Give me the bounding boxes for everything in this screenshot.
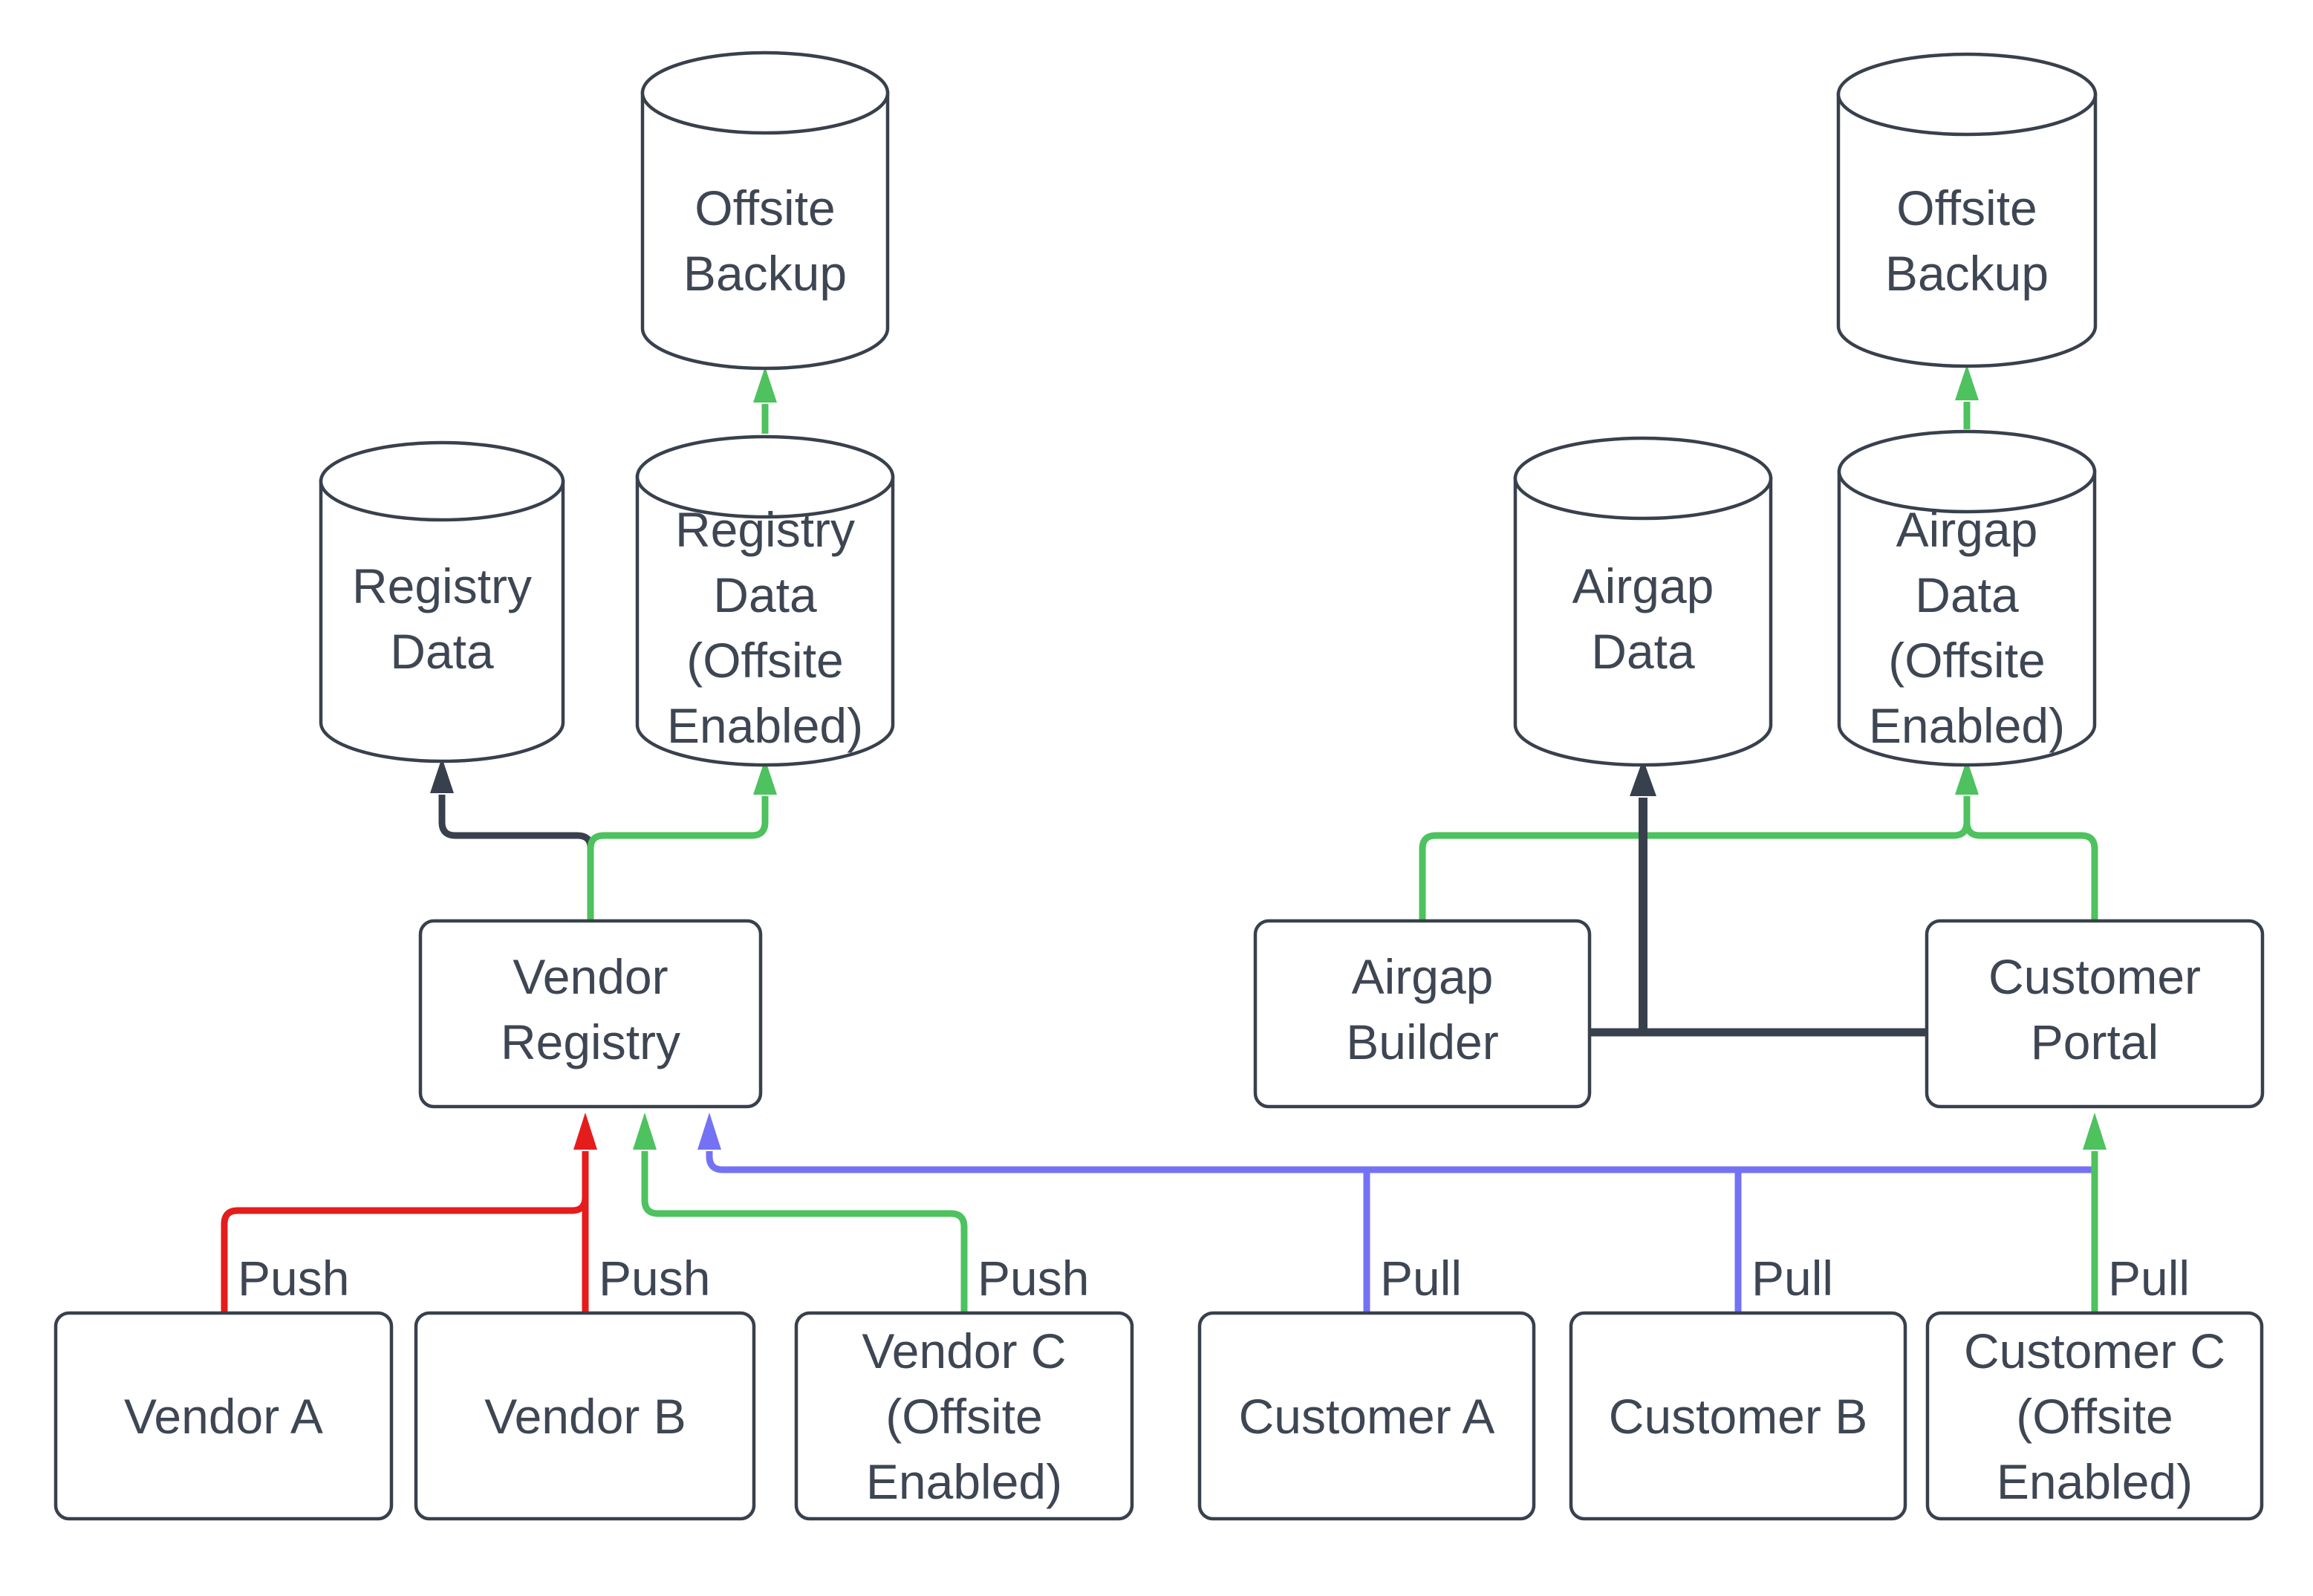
- node-label-line: (Offsite: [686, 633, 844, 688]
- node-label-line: Registry: [352, 558, 532, 613]
- node-label-line: (Offsite: [885, 1389, 1043, 1444]
- arrowhead-green-customer-portal: [2083, 1113, 2107, 1150]
- edge-airgap-builder-to-airgap-data-offsite: [1419, 796, 1971, 921]
- edge-customer-portal-to-airgap-data-offsite: [1963, 796, 2098, 921]
- edge-label-push-vendor-a: Push: [238, 1251, 349, 1306]
- node-airgap-builder: Airgap Builder: [1253, 919, 1592, 1109]
- edge-vendor-registry-to-registry-data-offsite: [587, 796, 769, 921]
- node-label-line: Offsite: [1896, 180, 2037, 235]
- cylinder-body: [1836, 92, 2098, 368]
- box: [1253, 919, 1592, 1109]
- node-label-line: Data: [1591, 624, 1695, 679]
- node-label-line: Enabled): [1997, 1454, 2193, 1509]
- cylinder-top: [635, 434, 895, 519]
- node-label-line: Airgap: [1896, 502, 2038, 557]
- node-label-line: Registry: [675, 502, 855, 557]
- edge-customers-pull-to-vendor-registry: [706, 1151, 2095, 1173]
- node-label-line: Enabled): [667, 698, 863, 753]
- node-label-line: Backup: [683, 246, 847, 301]
- node-label-line: (Offsite: [2016, 1389, 2173, 1444]
- node-airgap-data-offsite: Airgap Data (Offsite Enabled): [1837, 429, 2097, 767]
- node-label-line: Vendor B: [484, 1389, 686, 1444]
- arrowhead-blue-vendor-registry: [697, 1113, 721, 1150]
- box: [1569, 1311, 1907, 1521]
- arrowhead-red-vendor-registry: [573, 1113, 597, 1150]
- edge-label-pull-customer-a: Pull: [1380, 1251, 1462, 1306]
- arrowhead-airgap-data: [1630, 759, 1656, 796]
- box: [53, 1311, 394, 1521]
- box: [414, 1311, 756, 1521]
- node-label-line: Backup: [1885, 246, 2049, 301]
- node-label-line: (Offsite: [1888, 633, 2046, 688]
- box: [1925, 1311, 2264, 1521]
- arrowhead-green-vendor-registry: [633, 1113, 657, 1150]
- node-label-line: Builder: [1346, 1014, 1498, 1069]
- node-vendor-registry: Vendor Registry: [418, 919, 763, 1109]
- cylinder-body: [640, 91, 890, 371]
- edge-vendor-c-push: [641, 1151, 968, 1313]
- edge-label-push-vendor-c: Push: [977, 1251, 1089, 1306]
- edge-label-push-vendor-b: Push: [599, 1251, 710, 1306]
- node-vendor-c: Vendor C (Offsite Enabled): [794, 1311, 1134, 1521]
- arrowhead-offsite-backup-left: [753, 367, 777, 403]
- box: [418, 919, 763, 1109]
- arrowhead-registry-data: [430, 758, 454, 793]
- arrowhead-registry-data-offsite: [753, 759, 777, 795]
- node-offsite-backup-right: Offsite Backup: [1836, 52, 2098, 368]
- node-label-line: Customer C: [1964, 1323, 2225, 1378]
- node-label-line: Vendor A: [124, 1389, 323, 1444]
- node-label-line: Enabled): [866, 1454, 1062, 1509]
- arrowhead-airgap-data-offsite: [1955, 759, 1979, 795]
- edge-vendor-registry-to-registry-data: [438, 795, 594, 848]
- cylinder-top: [319, 440, 565, 522]
- cylinder-body: [1513, 476, 1773, 767]
- cylinder-top: [1836, 52, 2098, 137]
- node-customer-b: Customer B: [1569, 1311, 1907, 1521]
- node-airgap-data: Airgap Data: [1513, 436, 1773, 767]
- node-label-line: Airgap: [1572, 558, 1714, 613]
- node-label-line: Customer: [1988, 949, 2201, 1004]
- cylinder-body: [635, 475, 895, 767]
- node-customer-c: Customer C (Offsite Enabled): [1925, 1311, 2264, 1521]
- node-vendor-b: Vendor B: [414, 1311, 756, 1521]
- box: [1197, 1311, 1536, 1521]
- cylinder-top: [640, 51, 890, 135]
- cylinder-top: [1513, 436, 1773, 521]
- box: [1925, 919, 2265, 1109]
- node-label-line: Vendor C: [862, 1323, 1066, 1378]
- node-registry-data-offsite: Registry Data (Offsite Enabled): [635, 434, 895, 767]
- node-label-line: Portal: [2031, 1014, 2159, 1069]
- cylinder-top: [1837, 429, 2097, 514]
- box: [794, 1311, 1134, 1521]
- node-label-line: Customer A: [1239, 1389, 1495, 1444]
- node-vendor-a: Vendor A: [53, 1311, 394, 1521]
- node-label-line: Airgap: [1352, 949, 1494, 1004]
- edge-label-pull-customer-b: Pull: [1751, 1251, 1833, 1306]
- node-label-line: Data: [713, 567, 817, 622]
- node-label-line: Data: [390, 624, 494, 679]
- node-label-line: Data: [1915, 567, 2019, 622]
- cylinder-body: [1837, 469, 2097, 767]
- node-label-line: Registry: [501, 1014, 680, 1069]
- node-label-line: Enabled): [1869, 698, 2065, 753]
- node-label-line: Vendor: [513, 949, 668, 1004]
- node-label-line: Offsite: [694, 180, 836, 235]
- node-customer-a: Customer A: [1197, 1311, 1536, 1521]
- edge-label-pull-customer-c: Pull: [2108, 1251, 2190, 1306]
- node-customer-portal: Customer Portal: [1925, 919, 2265, 1109]
- node-registry-data: Registry Data: [319, 440, 565, 763]
- arrowhead-offsite-backup-right: [1955, 365, 1979, 400]
- node-offsite-backup-left: Offsite Backup: [640, 51, 890, 371]
- cylinder-body: [319, 479, 565, 763]
- node-label-line: Customer B: [1609, 1389, 1867, 1444]
